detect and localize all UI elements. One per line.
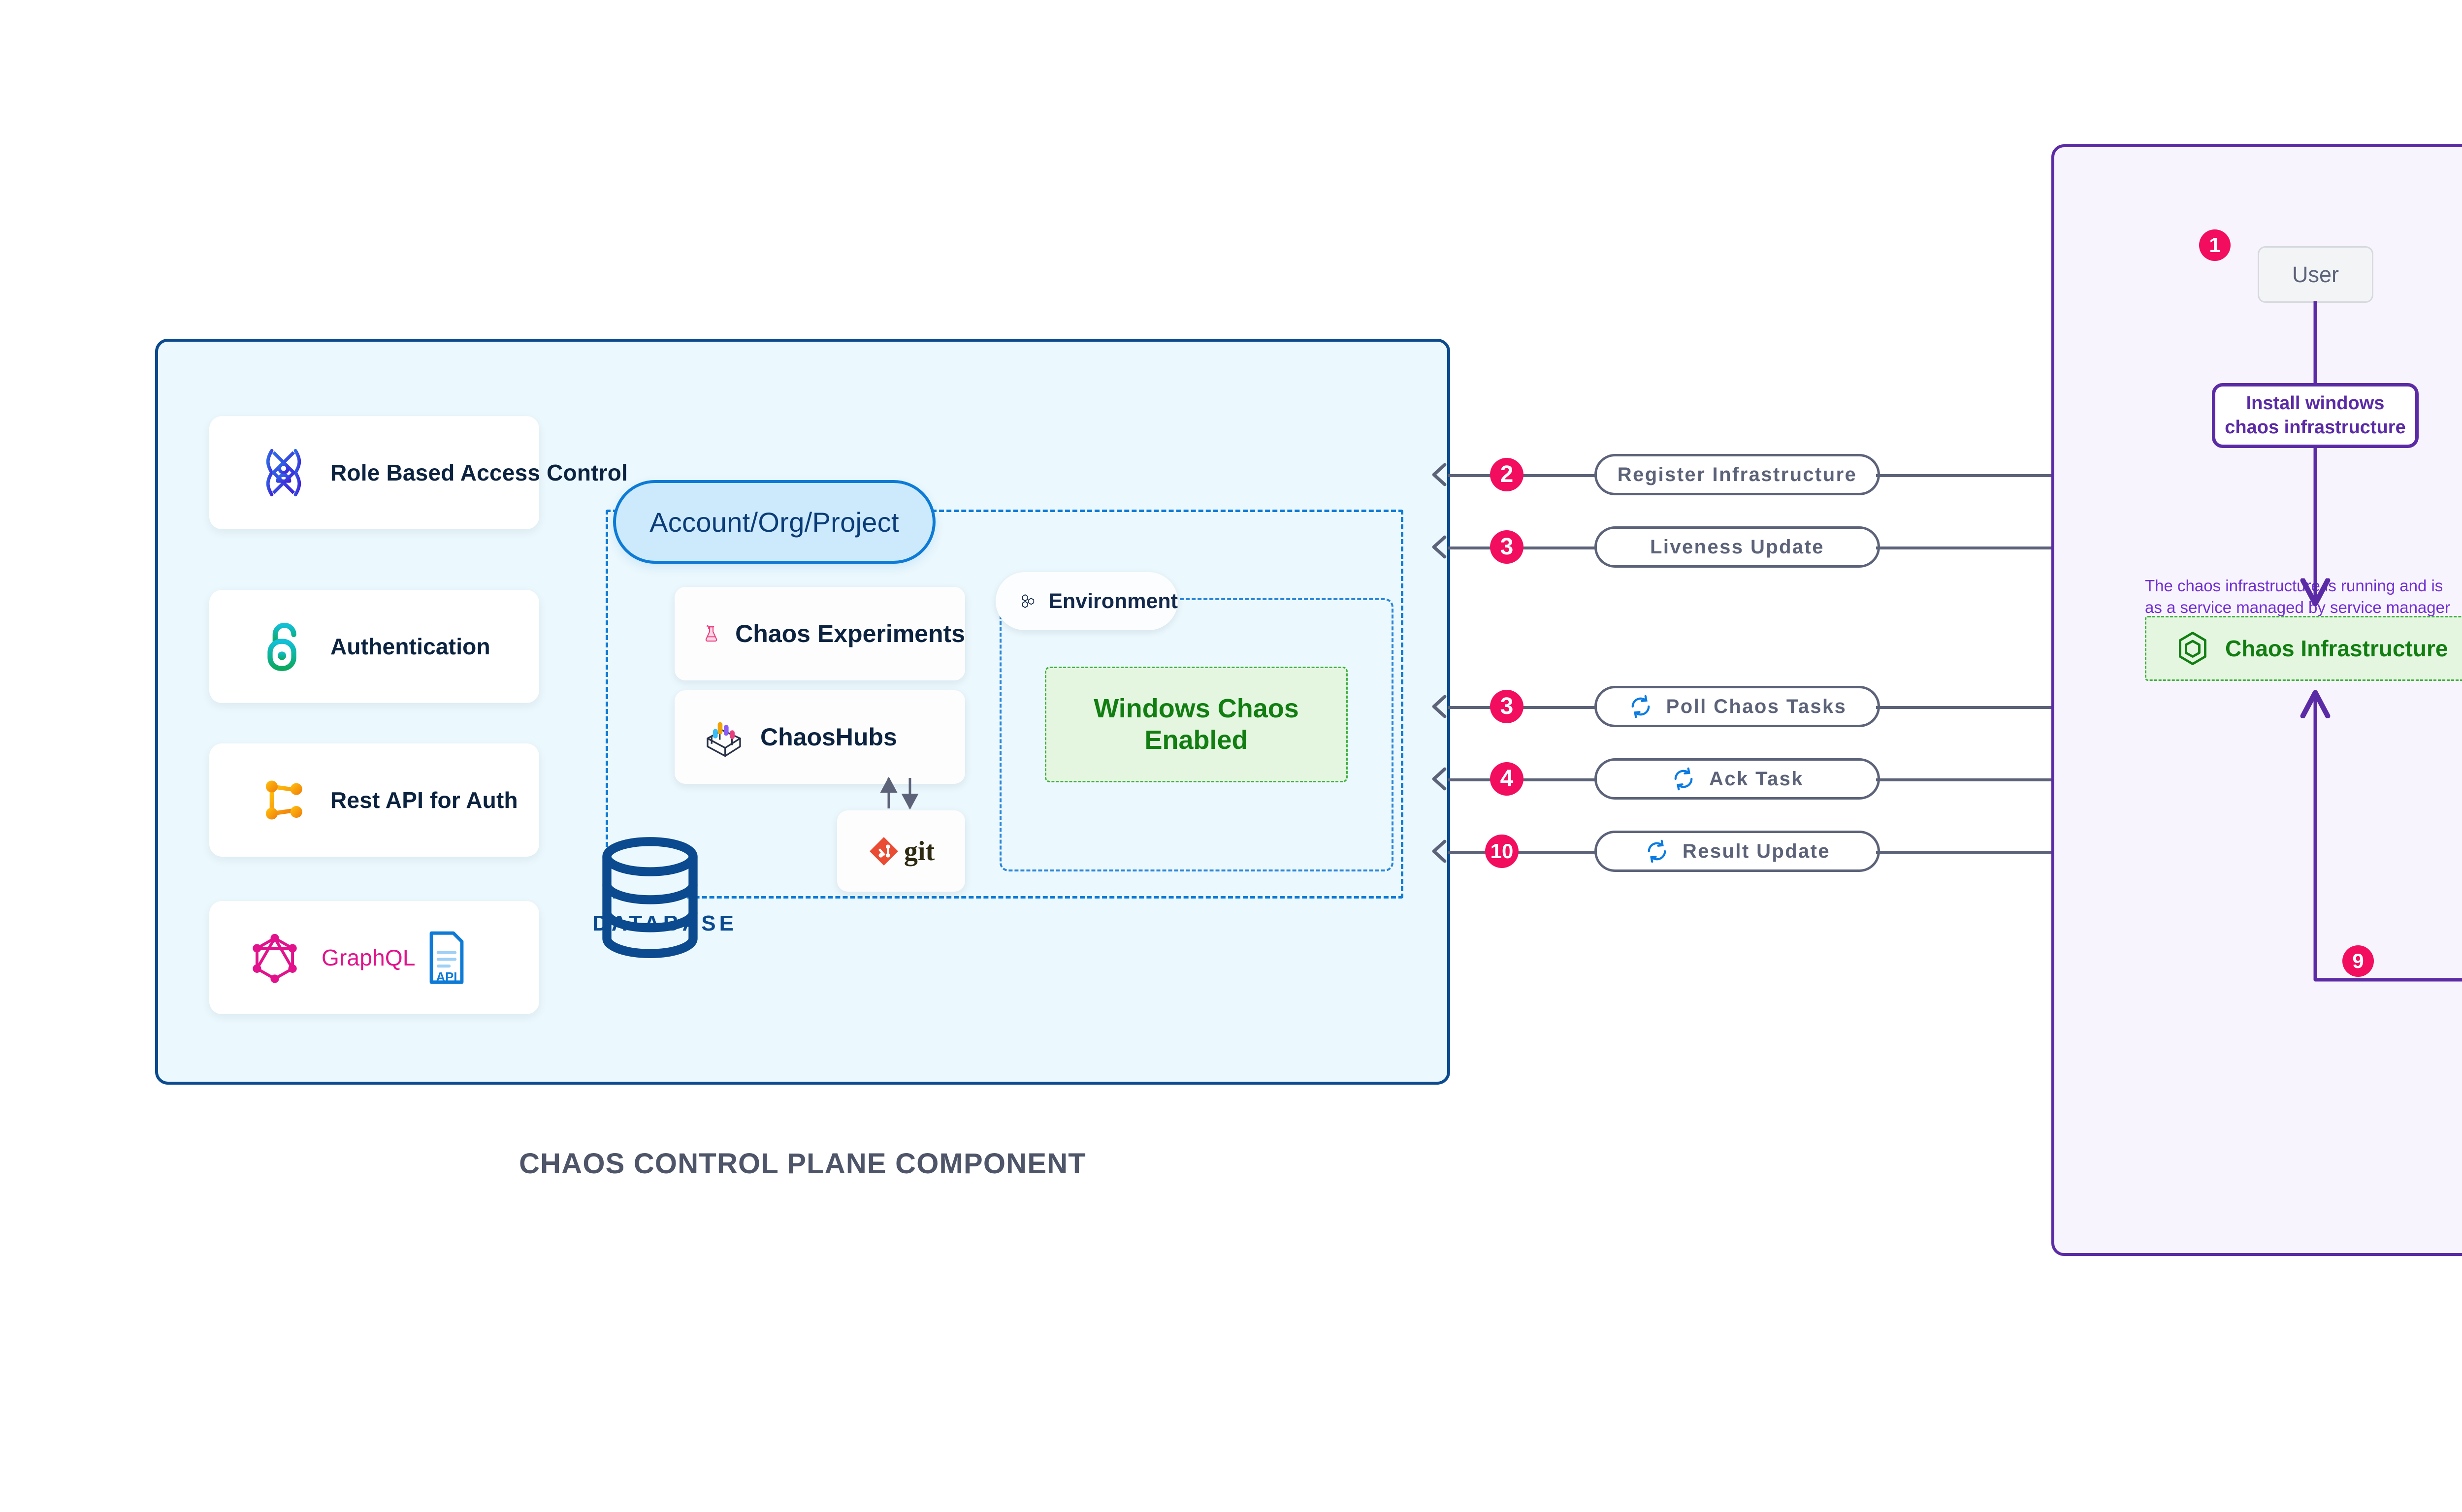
flow-pill-label: Result Update [1682, 840, 1831, 862]
flow-line-4-right [1876, 778, 2053, 781]
environment-region [1000, 598, 1393, 871]
flow-arrowhead-1 [1432, 463, 1447, 486]
flow-arrowhead-3 [1432, 695, 1447, 718]
windows-chaos-status-label: Windows Chaos Enabled [1094, 693, 1299, 755]
execution-plane-caption: CHAOS EXECUTION PLANE COMPONENT [2339, 1324, 2462, 1357]
flow-pill-ack-task[interactable]: Ack Task [1594, 758, 1880, 800]
scope-card-label: ChaosHubs [760, 723, 897, 751]
api-doc-icon: API [429, 931, 463, 984]
environment-pill[interactable]: Environment [996, 572, 1178, 630]
scope-card-chaos-experiments[interactable]: Chaos Experiments [675, 587, 965, 680]
flow-step-badge-5: 10 [1485, 835, 1519, 868]
windows-chaos-status-badge: Windows Chaos Enabled [1045, 667, 1348, 782]
service-card-graphql[interactable]: GraphQL API [209, 901, 539, 1014]
flow-pill-poll-chaos-tasks[interactable]: Poll Chaos Tasks [1594, 686, 1880, 727]
account-org-project-region [606, 510, 1403, 899]
service-card-label: Authentication [330, 634, 490, 659]
flow-line-5-left [1448, 851, 1630, 854]
sync-icon [1631, 695, 1650, 718]
flow-pill-label: Poll Chaos Tasks [1666, 695, 1847, 717]
service-card-label: GraphQL [322, 945, 416, 970]
flow-step-badge-3: 3 [1490, 690, 1523, 723]
user-box[interactable]: User [2258, 246, 2373, 303]
account-org-project-pill[interactable]: Account/Org/Project [613, 480, 936, 564]
hexagon-cluster-icon [1022, 594, 1035, 608]
flow-pill-label: Liveness Update [1650, 536, 1824, 558]
flow-arrowhead-4 [1432, 767, 1447, 791]
flow-line-5-right [1876, 851, 2053, 854]
control-plane-caption: CHAOS CONTROL PLANE COMPONENT [519, 1148, 1086, 1180]
chaos-execution-plane-panel [2051, 144, 2462, 1256]
service-card-label: Role Based Access Control [330, 460, 628, 485]
git-icon [870, 836, 898, 866]
database-icon [602, 837, 698, 958]
flow-pill-result-update[interactable]: Result Update [1594, 831, 1880, 872]
sync-icon [1674, 767, 1693, 791]
flow-line-3-left [1448, 706, 1630, 709]
scope-card-git[interactable]: git [837, 810, 965, 892]
rbac-icon [266, 449, 301, 497]
install-windows-chaos-infrastructure-box[interactable]: Install windows chaos infrastructure [2212, 383, 2419, 448]
service-card-rest-api[interactable]: Rest API for Auth [209, 743, 539, 857]
scope-card-label: Chaos Experiments [735, 620, 965, 647]
flow-arrowhead-5 [1432, 839, 1447, 863]
flow-line-3-right [1876, 706, 2053, 709]
flow-line-1-left [1448, 474, 1630, 477]
flask-icon [705, 625, 717, 642]
flow-pill-label: Register Infrastructure [1617, 463, 1857, 485]
flow-pill-label: Ack Task [1709, 768, 1804, 790]
environment-label: Environment [1048, 589, 1178, 613]
flow-step-badge-2: 3 [1490, 530, 1523, 564]
lock-icon [267, 622, 296, 671]
service-card-authentication[interactable]: Authentication [209, 590, 539, 703]
exec-step-badge-9: 9 [2342, 945, 2374, 977]
flow-line-1-right [1876, 474, 2053, 477]
account-org-project-label: Account/Org/Project [649, 506, 899, 538]
chaos-infrastructure-label: Chaos Infrastructure [2225, 636, 2448, 661]
flow-line-2-right [1876, 547, 2053, 549]
install-box-label: Install windows chaos infrastructure [2225, 392, 2406, 438]
flow-pill-register-infrastructure[interactable]: Register Infrastructure [1594, 454, 1880, 495]
flow-line-4-left [1448, 778, 1630, 781]
chaoshub-icon [707, 722, 741, 757]
flow-step-badge-1: 2 [1490, 458, 1523, 491]
scope-card-chaoshubs[interactable]: ChaosHubs [675, 690, 965, 784]
sync-icon [1648, 839, 1666, 863]
rest-api-icon [265, 780, 302, 820]
database-label: DATABASE [592, 911, 737, 935]
flow-step-badge-4: 4 [1490, 762, 1523, 796]
graphql-icon [253, 933, 297, 983]
harness-hex-icon [2179, 632, 2206, 665]
exec-step-badge-1: 1 [2199, 229, 2231, 261]
service-card-rbac[interactable]: Role Based Access Control [209, 416, 628, 529]
chaos-infrastructure-box[interactable]: Chaos Infrastructure [2145, 616, 2462, 681]
chaos-infrastructure-note: The chaos infrastructure is running and … [2145, 577, 2450, 616]
user-label: User [2292, 261, 2339, 287]
service-card-label: Rest API for Auth [330, 787, 518, 813]
flow-pill-liveness-update[interactable]: Liveness Update [1594, 526, 1880, 568]
flow-line-2-left [1448, 547, 1630, 549]
svg-text:API: API [436, 970, 457, 984]
flow-arrowhead-2 [1432, 535, 1447, 559]
scope-card-label: git [904, 836, 935, 867]
